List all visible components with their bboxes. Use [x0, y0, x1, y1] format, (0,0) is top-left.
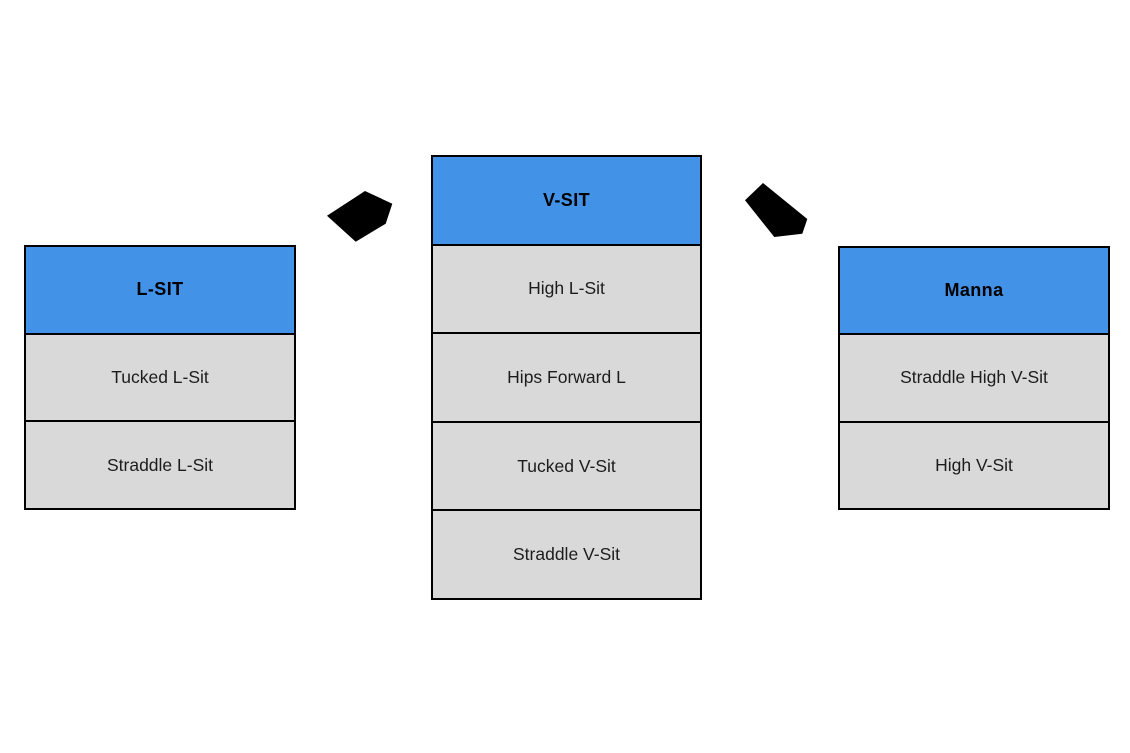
table-row-label: Hips Forward L — [507, 366, 626, 387]
table-row: Tucked L-Sit — [26, 334, 294, 423]
table-row-label: Straddle High V-Sit — [900, 367, 1048, 388]
table-row-label: Tucked L-Sit — [111, 367, 209, 387]
table-row: Straddle High V-Sit — [840, 335, 1108, 423]
table-row-label: High V-Sit — [935, 454, 1013, 475]
table-row: Straddle L-Sit — [26, 422, 294, 509]
table-l-sit-header-label: L-SIT — [136, 279, 184, 300]
table-row: High L-Sit — [433, 245, 700, 335]
table-l-sit-header: L-SIT — [26, 247, 294, 335]
table-row: Straddle V-Sit — [433, 511, 700, 598]
table-v-sit-header: V-SIT — [433, 157, 700, 246]
table-l-sit: L-SIT Tucked L-Sit Straddle L-Sit — [24, 245, 296, 510]
table-manna-header-label: Manna — [944, 280, 1004, 301]
table-v-sit-header-label: V-SIT — [542, 189, 590, 210]
table-row-label: Tucked V-Sit — [517, 455, 616, 476]
table-manna-header: Manna — [840, 248, 1108, 336]
table-row-label: Straddle V-Sit — [513, 544, 620, 565]
table-row: Hips Forward L — [433, 334, 700, 423]
arrow-down-right-icon — [745, 183, 808, 237]
table-row: Tucked V-Sit — [433, 422, 700, 512]
arrow-down-left-icon — [327, 191, 393, 242]
table-row: High V-Sit — [840, 422, 1108, 508]
table-row-label: High L-Sit — [528, 278, 605, 299]
table-row-label: Straddle L-Sit — [106, 454, 214, 475]
table-v-sit: V-SIT High L-Sit Hips Forward L Tucked V… — [431, 155, 702, 600]
table-manna: Manna Straddle High V-Sit High V-Sit — [838, 246, 1110, 510]
